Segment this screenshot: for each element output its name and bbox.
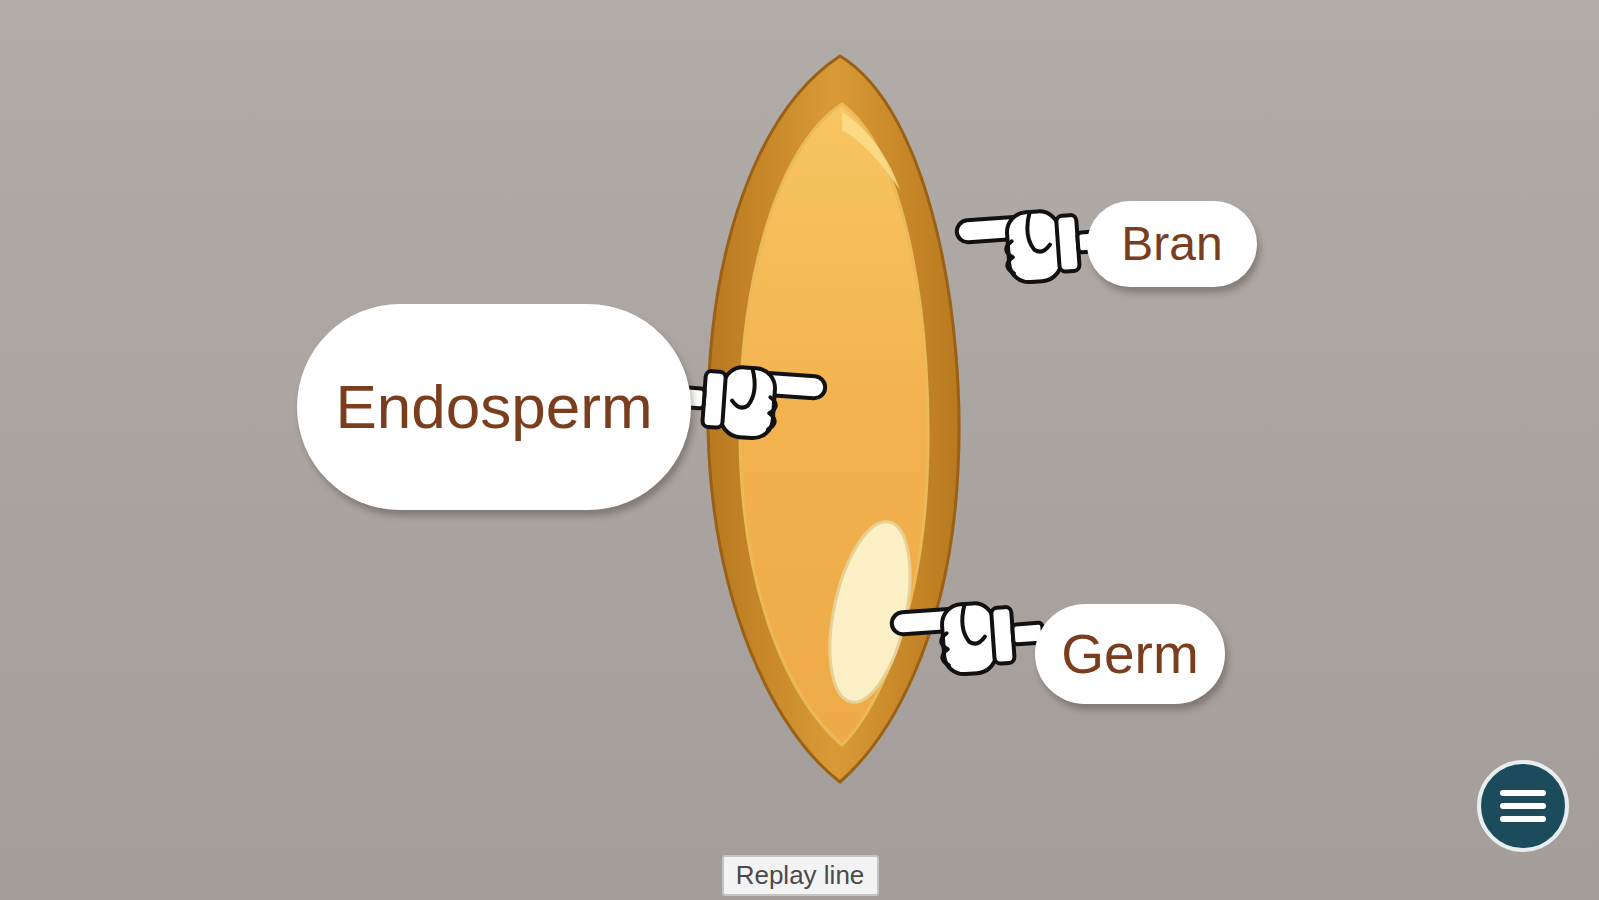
label-text: Replay line (736, 861, 865, 890)
part-label: Endosperm (297, 304, 691, 510)
label-text: Endosperm (335, 373, 652, 441)
endosperm-pointer (672, 363, 827, 443)
replay-button: Replay line (722, 855, 879, 896)
part-label: Germ (1035, 604, 1225, 704)
part-label: Bran (1087, 201, 1257, 287)
menu-button (1479, 762, 1567, 850)
germ-pointer (891, 599, 1046, 679)
endosperm-highlight (842, 112, 900, 190)
label-text: Bran (1121, 218, 1222, 271)
label-text: Germ (1061, 624, 1199, 685)
